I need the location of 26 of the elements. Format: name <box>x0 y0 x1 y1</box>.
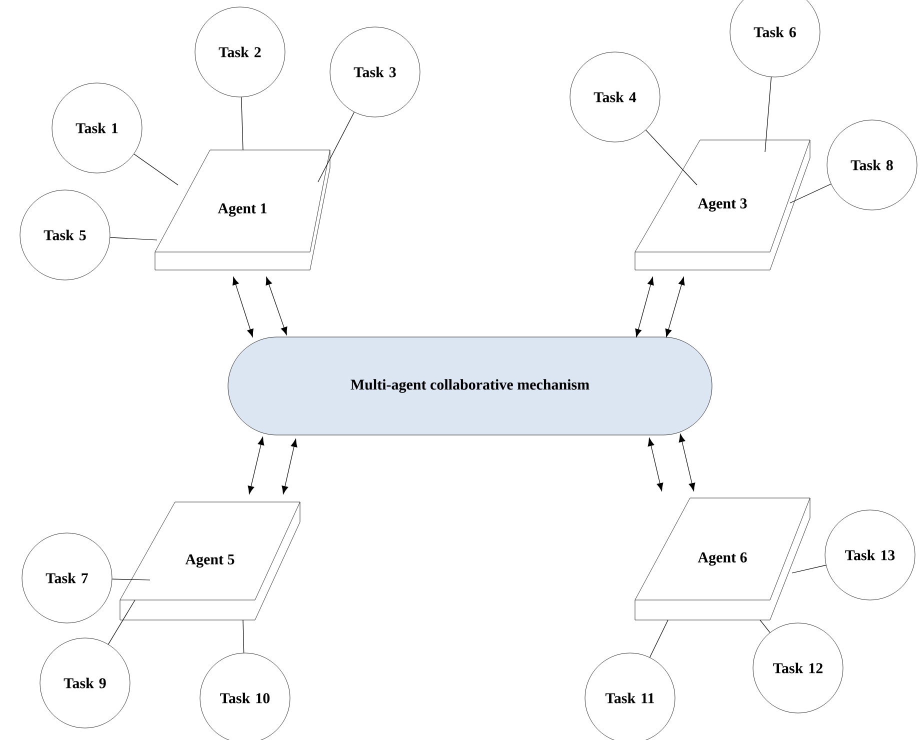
connector-line <box>108 600 136 645</box>
connector-line <box>792 564 826 574</box>
double-arrow <box>648 438 664 492</box>
connector-line <box>134 154 178 186</box>
connector-line <box>242 620 244 654</box>
agent-slab: Agent 1 <box>154 150 330 270</box>
connector-line <box>760 620 770 633</box>
connector-line <box>646 130 698 186</box>
connector-line <box>112 578 150 580</box>
agent-slab: Agent 3 <box>634 140 810 270</box>
double-arrow <box>282 438 298 494</box>
connector-line <box>764 76 772 152</box>
agent-slab: Agent 5 <box>120 502 300 620</box>
agent-slab: Agent 6 <box>634 498 810 620</box>
connector-line <box>650 620 668 658</box>
double-arrow <box>248 436 264 494</box>
connector-line <box>318 112 354 182</box>
connector-line <box>241 96 244 150</box>
mechanism-box: Multi-agent collaborative mechanism <box>228 336 712 436</box>
double-arrow <box>665 276 685 338</box>
double-arrow <box>635 276 654 338</box>
double-arrow <box>678 434 696 492</box>
double-arrow <box>266 276 288 336</box>
double-arrow <box>232 276 254 338</box>
connector-line <box>110 237 158 240</box>
connector-line <box>790 184 832 204</box>
